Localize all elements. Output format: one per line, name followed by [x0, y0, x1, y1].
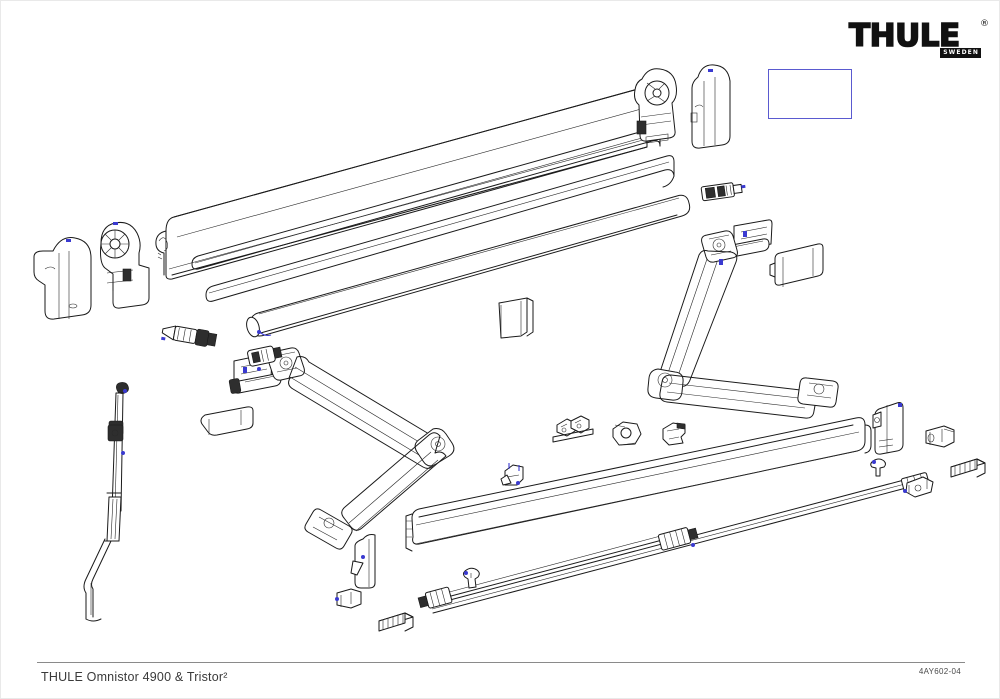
part-articulated-arm-right — [647, 219, 839, 419]
part-front-fabric-rail — [205, 155, 675, 302]
part-awning-case-housing — [155, 88, 648, 280]
part-ribbed-pad-left — [378, 612, 414, 632]
part-shaft-coupler-left — [161, 325, 218, 347]
part-shaft-coupler-right — [700, 182, 746, 202]
footer-divider — [37, 662, 965, 663]
part-end-bracket-right — [634, 68, 677, 144]
part-gear-drive-unit-left — [100, 222, 150, 309]
part-wall-bracket-plate — [498, 297, 534, 339]
part-lead-rail-profile — [405, 417, 872, 552]
part-articulated-arm-left — [228, 347, 455, 550]
part-rafter-end-clip — [662, 422, 686, 446]
footer-document-number: 4AY602-04 — [918, 667, 961, 676]
part-rafter-slider-block — [612, 421, 642, 446]
registered-trademark-icon: ® — [980, 19, 989, 29]
thule-wordmark: THULE — [848, 18, 961, 54]
part-rafter-pivot-fitting — [903, 476, 934, 498]
part-case-inner-profile — [191, 127, 661, 270]
part-crank-handle — [83, 382, 129, 622]
part-end-cap-cover-right — [690, 64, 731, 149]
part-pin-cap — [870, 458, 886, 477]
part-end-fitting-block — [925, 425, 955, 448]
thule-country-tag: SWEDEN — [940, 48, 981, 58]
part-roller-tube — [246, 194, 691, 338]
part-fabric-tab-clip — [463, 567, 480, 589]
part-rafter-clamp-bracket — [552, 415, 594, 443]
part-arm-cover-left — [200, 406, 254, 436]
part-arm-cover-right — [769, 243, 824, 287]
thule-logo: THULE ® SWEDEN — [848, 18, 989, 61]
part-end-cap-cover-left — [33, 237, 92, 320]
part-ribbed-pad-right — [950, 458, 986, 478]
part-lead-rail-end-cap — [350, 534, 376, 589]
part-fabric-retainer-clip — [500, 463, 524, 486]
part-roller-end-fitting-left — [247, 345, 283, 371]
part-small-mount-block — [335, 588, 362, 609]
detail-callout-box — [768, 69, 852, 119]
footer-product-title: THULE Omnistor 4900 & Tristor² — [41, 670, 228, 684]
part-wall-mount-bracket-right — [872, 402, 904, 455]
